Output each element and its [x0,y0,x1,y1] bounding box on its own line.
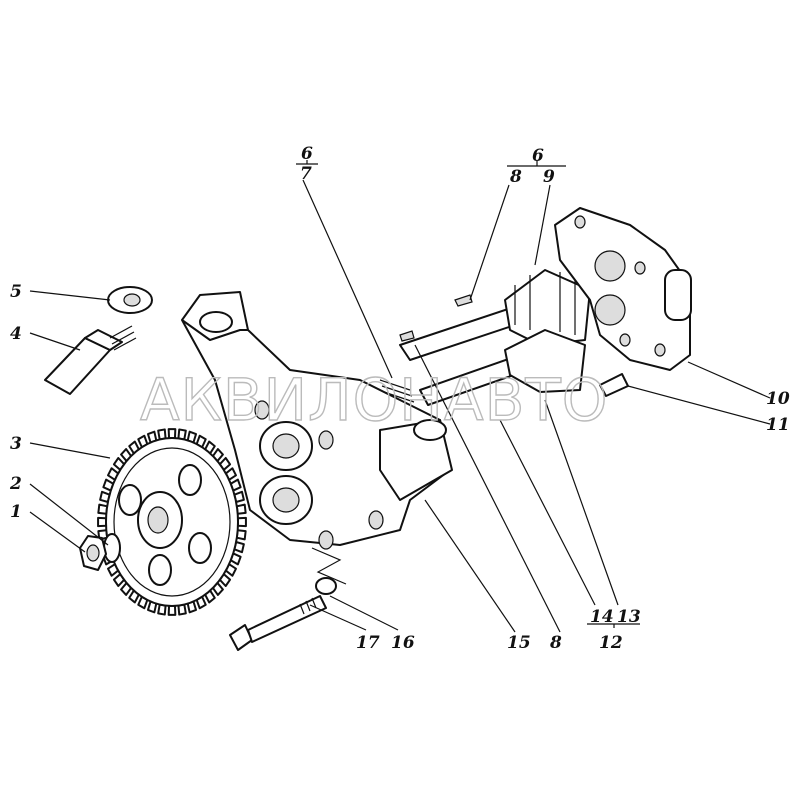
drive-gear-part [97,428,247,616]
watermark-text: АКВИЛОНАВТО [140,366,608,434]
gear-tooth [236,516,247,528]
callout-4: 4 [10,324,22,344]
callout-8-top: 8 [509,167,522,187]
callout-6-top: 6 [301,144,313,164]
callout-2: 2 [9,474,22,494]
callout-15: 15 [507,633,531,653]
pump-housing-part [181,291,453,550]
callout-11: 11 [766,415,790,435]
callout-17: 17 [356,633,380,653]
callout-16: 16 [391,633,415,653]
shafts-gears-part [399,269,591,406]
callout-7: 7 [300,164,312,184]
callout-5: 5 [10,282,22,302]
leader-lines [29,160,771,633]
callout-8-bottom: 8 [549,633,562,653]
callout-13: 13 [617,607,641,627]
pump-cover-part [554,207,692,371]
callout-6-right: 6 [532,146,544,166]
callout-9: 9 [543,167,555,187]
callout-labels: 5 4 3 2 1 6 7 6 8 9 10 11 14 13 12 15 8 … [9,144,790,653]
gear-tooth [167,604,177,616]
callout-12: 12 [599,633,623,653]
plug-part [44,286,153,395]
callout-14: 14 [590,607,614,627]
callout-10: 10 [766,389,790,409]
callout-1: 1 [10,502,22,522]
bolt-part [229,547,347,651]
callout-3: 3 [10,434,22,454]
nut-part [79,533,121,571]
gear-tooth [97,516,108,528]
